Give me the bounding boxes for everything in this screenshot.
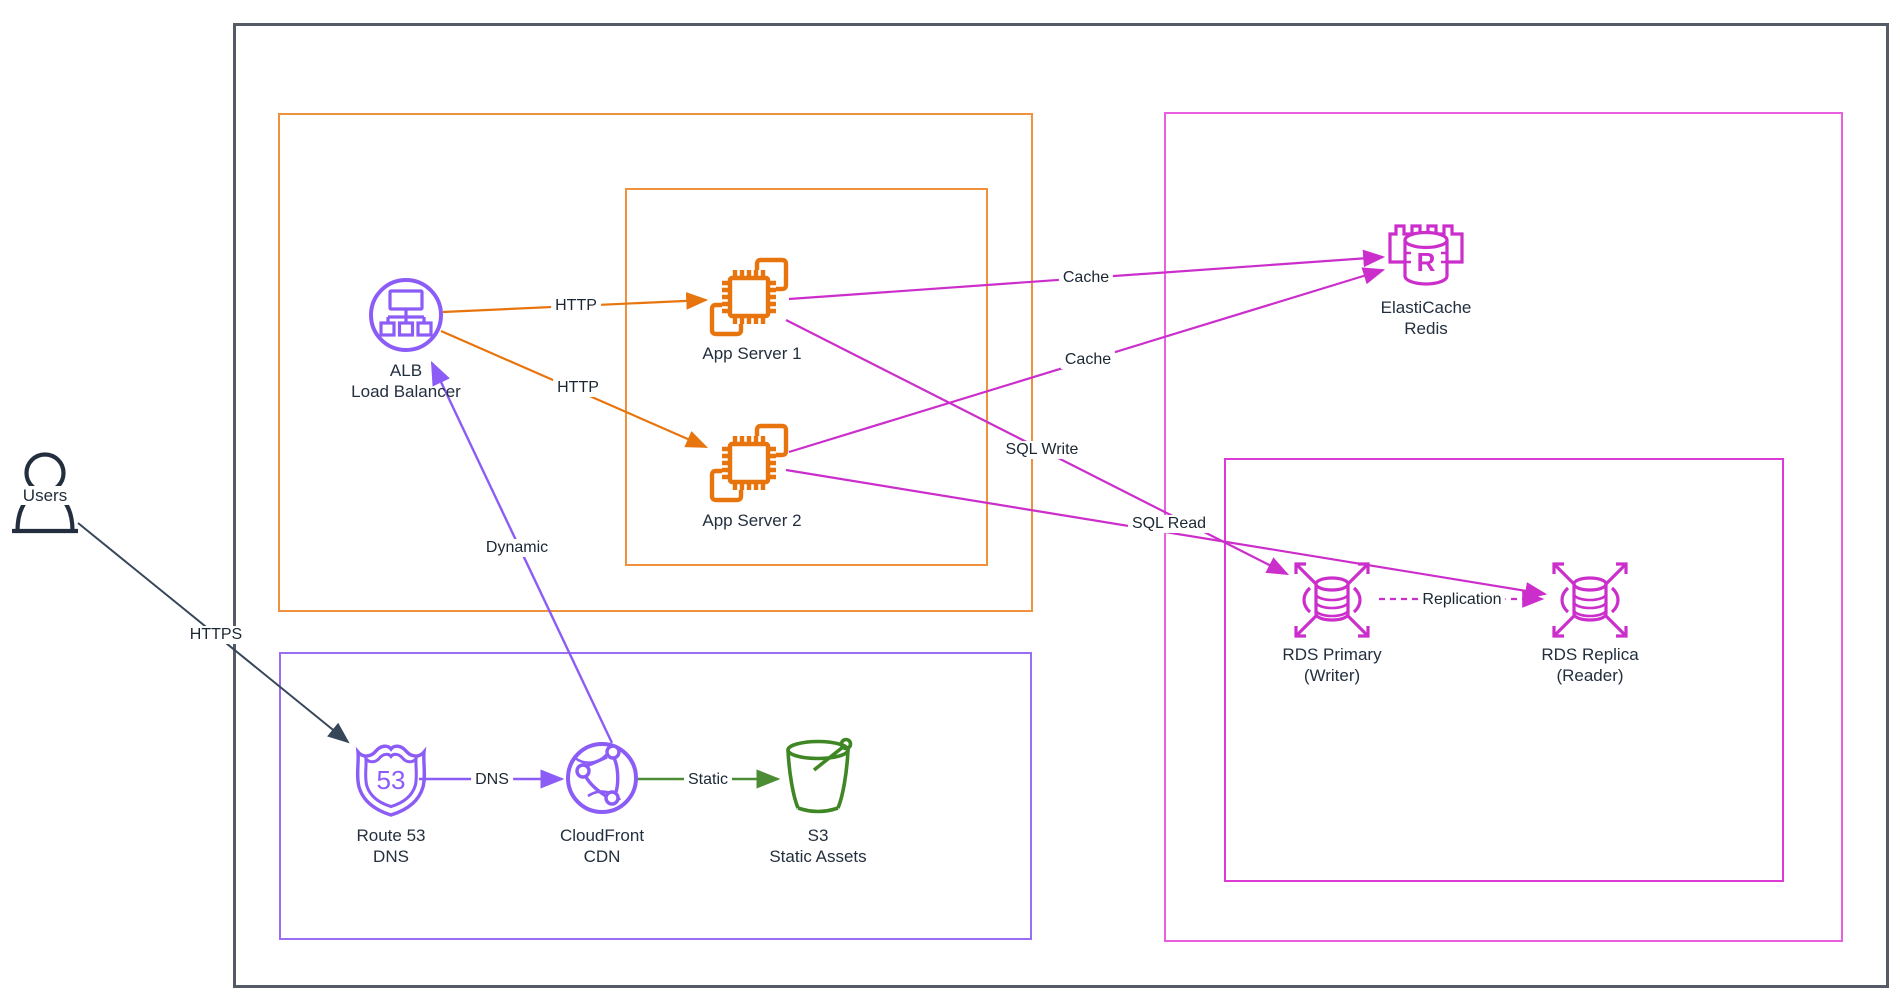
web-tier-box xyxy=(278,113,1033,612)
app-server-2-label: App Server 2 xyxy=(702,511,802,530)
edge-label-cache-2: Cache xyxy=(1060,351,1116,369)
edge-label-dynamic: Dynamic xyxy=(481,539,553,557)
users-label: Users xyxy=(20,486,70,505)
outer-system-box xyxy=(233,23,1889,988)
rds-box xyxy=(1224,458,1784,882)
rds-replica-icon xyxy=(1552,562,1628,638)
edge-label-https: HTTPS xyxy=(185,626,247,644)
app-server-2-icon xyxy=(709,423,789,503)
edge-services-box xyxy=(279,652,1032,940)
edge-label-static: Static xyxy=(683,771,733,789)
elasticache-label: ElastiCache Redis xyxy=(1380,298,1472,338)
svg-text:53: 53 xyxy=(377,765,406,795)
rds-primary-icon xyxy=(1294,562,1370,638)
cloudfront-label: CloudFront CDN xyxy=(559,826,645,866)
rds-replica-label: RDS Replica (Reader) xyxy=(1541,645,1639,685)
elasticache-redis-icon: R xyxy=(1388,224,1464,286)
alb-load-balancer-icon xyxy=(369,278,443,352)
edge-label-replication: Replication xyxy=(1418,591,1506,609)
cloudfront-icon xyxy=(566,742,638,814)
rds-primary-label: RDS Primary (Writer) xyxy=(1282,645,1382,685)
edge-label-sql-write: SQL Write xyxy=(1001,441,1083,459)
s3-label: S3 Static Assets xyxy=(769,826,867,866)
edge-label-http-2: HTTP xyxy=(553,379,603,397)
alb-label: ALB Load Balancer xyxy=(351,361,461,401)
edge-label-sql-read: SQL Read xyxy=(1127,515,1211,533)
app-servers-box xyxy=(625,188,988,566)
route53-label: Route 53 DNS xyxy=(356,826,426,866)
edge-label-cache-1: Cache xyxy=(1058,269,1114,287)
edge-label-http-1: HTTP xyxy=(551,297,601,315)
edge-label-dns: DNS xyxy=(471,771,513,789)
app-server-1-icon xyxy=(709,257,789,337)
svg-text:R: R xyxy=(1417,247,1436,277)
route53-icon: 53 xyxy=(355,744,427,817)
s3-bucket-icon xyxy=(786,737,853,814)
app-server-1-label: App Server 1 xyxy=(702,344,802,363)
